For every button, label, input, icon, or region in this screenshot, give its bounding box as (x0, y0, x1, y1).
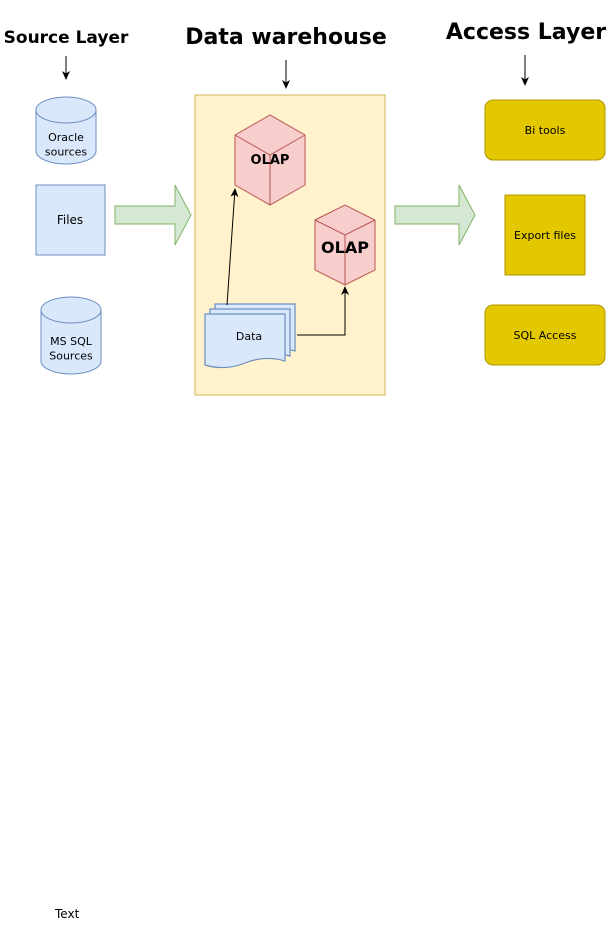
olap-top-label: OLAP (251, 153, 290, 168)
oracle-sources-label-line: Oracle (48, 131, 84, 144)
source-to-warehouse-arrow (114, 184, 192, 246)
bi-tools-box[interactable]: Bi tools (484, 99, 606, 161)
sql-access-label: SQL Access (514, 329, 577, 342)
data-to-olap-right-connector (297, 286, 349, 336)
files-box[interactable]: Files (35, 184, 106, 256)
data-warehouse-title: Data warehouse (185, 25, 387, 50)
data-documents[interactable]: Data (204, 303, 296, 369)
olap-right-label: OLAP (321, 238, 369, 257)
olap-cube-top[interactable]: OLAP (234, 114, 306, 206)
olap-cube-right[interactable]: OLAP (314, 204, 376, 286)
free-text-label: Text (55, 907, 80, 921)
data-label: Data (236, 330, 262, 343)
warehouse-to-access-arrow (394, 184, 476, 246)
oracle-sources-label-line: sources (45, 145, 88, 158)
mssql-sources-label-line: MS SQL (50, 335, 93, 348)
mssql-sources-label-line: Sources (49, 349, 93, 362)
export-files-box[interactable]: Export files (504, 194, 586, 276)
data-to-olap-top-connector (226, 188, 239, 306)
access-layer-title: Access Layer (446, 20, 606, 45)
bi-tools-label: Bi tools (525, 124, 566, 137)
sql-access-box[interactable]: SQL Access (484, 304, 606, 366)
files-label: Files (57, 213, 83, 227)
export-files-label: Export files (514, 229, 576, 242)
source-layer-title: Source Layer (4, 28, 129, 48)
